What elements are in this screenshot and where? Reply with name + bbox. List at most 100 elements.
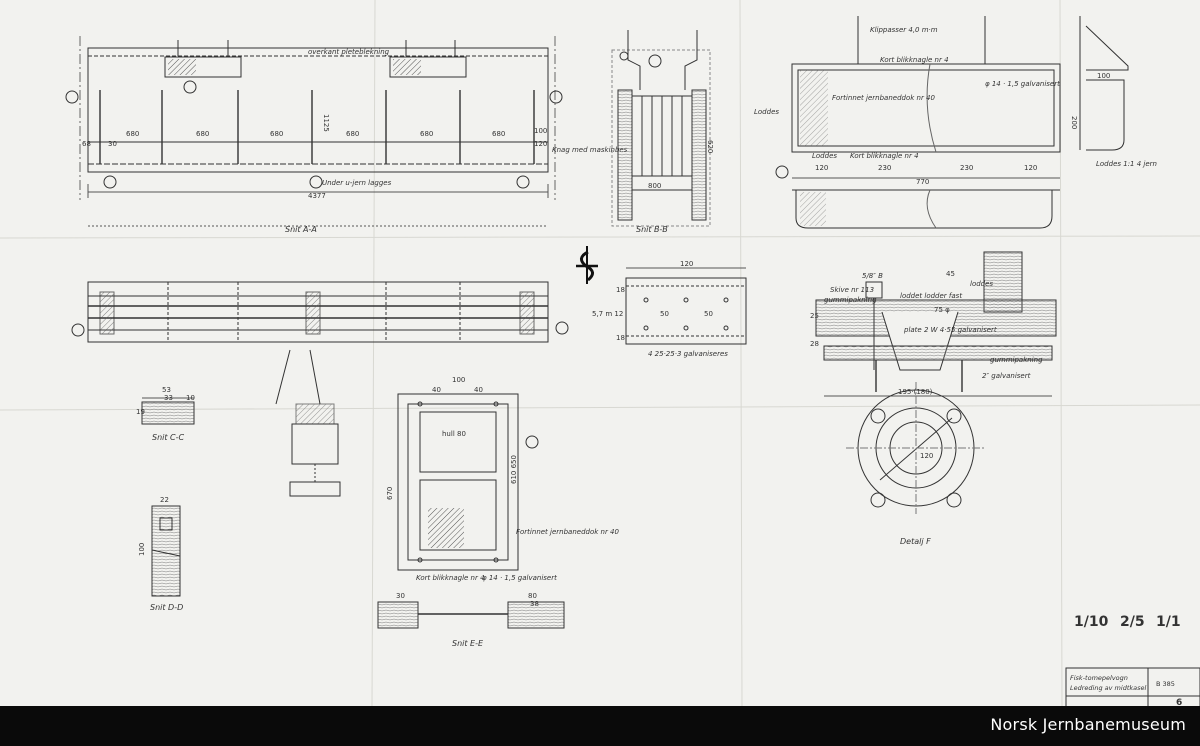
- dim-ee-top: 100: [452, 376, 465, 384]
- dim-aa-small-4: 68: [82, 140, 91, 148]
- dim-tank-side: 200: [1070, 116, 1078, 129]
- note-galvanisert-2: φ 14 · 1,5 galvanisert: [482, 574, 557, 582]
- dim-dd-22: 22: [160, 496, 169, 504]
- label-section-aa: Snit A-A: [285, 225, 317, 234]
- dim-plate-50-a: 50: [660, 310, 669, 318]
- dim-aa-small-1: 100: [534, 127, 547, 135]
- section-ee-view: [377, 601, 565, 629]
- dim-ee-inner-1: 40: [432, 386, 441, 394]
- note-plate-galv: plate 2 W 4·55 galvanisert: [903, 326, 997, 334]
- dim-ee-hole: hull 80: [442, 430, 466, 438]
- dim-tank-2: 230: [878, 164, 891, 172]
- dim-detail-75: 75 φ: [934, 306, 950, 314]
- note-under-ujern: Under u-jern lagges: [322, 179, 392, 187]
- label-section-ee: Snit E-E: [452, 639, 484, 648]
- dim-plate-18-b: 18: [616, 334, 625, 342]
- dim-aa-total: 4377: [308, 192, 326, 200]
- dim-detail-120: 120: [920, 452, 933, 460]
- note-galvanisert-1: φ 14 · 1,5 galvanisert: [985, 80, 1060, 88]
- dim-tank-total: 770: [916, 178, 929, 186]
- note-knag-med: Knag med maskinbes: [552, 146, 628, 154]
- note-kort-blokk-3: Kort blikknagle nr 4: [416, 574, 485, 582]
- dim-plate-50-b: 50: [704, 310, 713, 318]
- dim-ee-bottom-right-1: 80: [528, 592, 537, 600]
- title-line-1: Fisk-tomepelvogn: [1070, 674, 1128, 682]
- dim-ee-inner-2: 40: [474, 386, 483, 394]
- dim-cc-33: 33: [164, 394, 173, 402]
- dim-detail-25: 25: [810, 312, 819, 320]
- plan-view: [71, 281, 569, 405]
- detail-f-labels: Skive nr 113 gummipakning 5/8″ B loddet …: [810, 270, 1043, 546]
- label-section-cc: Snit C-C: [152, 433, 185, 442]
- note-overkant: overkant pleteblekning: [308, 48, 390, 56]
- section-dd-view: [151, 505, 181, 597]
- dim-aa-spacing-3: 680: [270, 130, 283, 138]
- dim-aa-spacing-6: 680: [492, 130, 505, 138]
- scale-c: 1/1: [1156, 614, 1181, 630]
- dim-aa-spacing-1: 680: [126, 130, 139, 138]
- side-view: [1079, 16, 1129, 151]
- note-loddes-1: Loddes: [754, 108, 779, 116]
- note-fortinnet-1: Fortinnet jernbaneddok nr 40: [832, 94, 936, 102]
- label-section-dd: Snit D-D: [150, 603, 183, 612]
- detail-f-view: [815, 251, 1057, 514]
- dim-cc-19: 19: [136, 408, 145, 416]
- dim-detail-45: 45: [946, 270, 955, 278]
- plate-view: [625, 267, 747, 345]
- drawing-canvas: overkant pleteblekning Under u-jern lagg…: [0, 0, 1200, 709]
- section-cc-view: [141, 397, 195, 425]
- section-aa-view: [65, 36, 563, 227]
- side-view-labels: 100 200 Loddes 1:1 4 jern: [1070, 72, 1157, 168]
- note-kort-blokk-2: Kort blikknagle nr 4: [850, 152, 919, 160]
- note-fortinnet-2: Fortinnet jernbaneddok nr 40: [516, 528, 620, 536]
- title-line-2: Ledreding av midtkasel: [1070, 684, 1147, 692]
- note-gummipakning-2: gummipakning: [990, 356, 1043, 364]
- technical-drawing-sheet: overkant pleteblekning Under u-jern lagg…: [0, 0, 1200, 709]
- note-galvaniseres: 4 25·25·3 galvaniseres: [648, 350, 728, 358]
- museum-name: Norsk Jernbanemuseum: [990, 715, 1186, 734]
- dim-aa-spacing-4: 680: [346, 130, 359, 138]
- dim-aa-small-3: 30: [108, 140, 117, 148]
- tank-plan-view: [775, 16, 1061, 229]
- dim-ee-bottom-left: 30: [396, 592, 405, 600]
- dim-aa-spacing-2: 680: [196, 130, 209, 138]
- scale-b: 2/5: [1120, 614, 1145, 630]
- dim-bb-height: 620: [706, 140, 714, 153]
- dim-detail-28: 28: [810, 340, 819, 348]
- note-bolt: 5/8″ B: [862, 272, 883, 280]
- aa-stiffeners: [99, 90, 535, 164]
- note-gummipakning-1: gummipakning: [824, 296, 877, 304]
- tank-labels: Klippasser 4,0 m·m Kort blikknagle nr 4 …: [754, 26, 1060, 186]
- dim-tank-1: 120: [815, 164, 828, 172]
- dim-side-view: 100: [1097, 72, 1110, 80]
- dim-plate-side: 5,7 m 12: [592, 310, 623, 318]
- section-bb-view: [611, 30, 711, 227]
- post-detail: [289, 403, 341, 497]
- plate-labels: 120 50 50 18 18 5,7 m 12 4 25·25·3 galva…: [592, 260, 728, 358]
- dim-cc-10: 10: [186, 394, 195, 402]
- dim-bb-width: 800: [648, 182, 661, 190]
- note-dobbel-loddes: Loddes 1:1 4 jern: [1096, 160, 1157, 168]
- sheet-number: 6: [1176, 698, 1182, 706]
- note-loddes-2: Loddes: [812, 152, 837, 160]
- dim-dd-100: 100: [138, 543, 146, 556]
- note-loddet: loddet lodder fast: [900, 292, 962, 300]
- section-bb-labels: 800 620 Snit B-B: [636, 140, 714, 234]
- section-ee-labels: 30 80 38 Snit E-E: [396, 592, 539, 648]
- dim-plate-18-a: 18: [616, 286, 625, 294]
- section-cc-labels: 53 33 19 10 Snit C-C: [136, 386, 195, 442]
- dim-tank-4: 120: [1024, 164, 1037, 172]
- title-block-text: Fisk-tomepelvogn Ledreding av midtkasel …: [1070, 674, 1182, 708]
- dim-ee-side: 610 650: [510, 455, 518, 484]
- note-galvanisert-3: 2″ galvanisert: [982, 372, 1031, 380]
- hatch-frame-view: [397, 393, 539, 571]
- scale-labels: 1/10 2/5 1/1: [1074, 614, 1181, 630]
- drawing-number: B 385: [1156, 680, 1175, 688]
- note-kort-blokk-1: Kort blikknagle nr 4: [880, 56, 949, 64]
- label-section-bb: Snit B-B: [636, 225, 668, 234]
- label-detail-f: Detalj F: [900, 537, 931, 546]
- dim-cc-53: 53: [162, 386, 171, 394]
- dim-ee-height: 670: [386, 487, 394, 500]
- footer-bar: Norsk Jernbanemuseum: [0, 706, 1200, 746]
- dim-ee-bottom-right-2: 38: [530, 600, 539, 608]
